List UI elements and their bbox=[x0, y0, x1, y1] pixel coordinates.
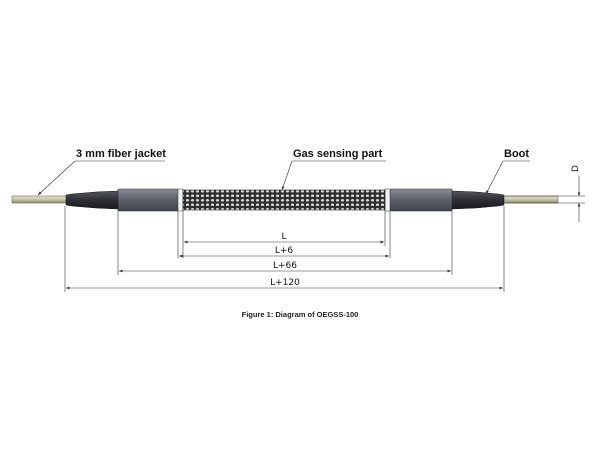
fiber-right bbox=[502, 195, 559, 204]
dim-label-L120: L+120 bbox=[270, 278, 300, 288]
mesh-section bbox=[182, 189, 386, 211]
ring-left bbox=[177, 188, 184, 212]
gas-sensing-leader bbox=[281, 160, 293, 191]
label-boot: Boot bbox=[504, 148, 529, 160]
label-gas-sensing: Gas sensing part bbox=[293, 148, 383, 160]
ring-right bbox=[384, 188, 391, 212]
fiber-left bbox=[11, 195, 68, 204]
fiber-jacket-leader bbox=[37, 160, 76, 196]
dim-label-L6: L+6 bbox=[275, 246, 294, 256]
label-diameter: D bbox=[571, 165, 581, 172]
boot-left bbox=[65, 190, 119, 210]
boot-leader bbox=[485, 160, 504, 195]
label-fiber-jacket: 3 mm fiber jacket bbox=[76, 148, 166, 160]
dim-label-L66: L+66 bbox=[273, 261, 297, 271]
dim-label-L: L bbox=[281, 232, 286, 242]
sleeve-left bbox=[117, 188, 179, 212]
boot-right bbox=[451, 190, 505, 210]
figure-caption: Figure 1: Diagram of OEGSS-100 bbox=[242, 310, 359, 319]
sleeve-right bbox=[389, 188, 453, 212]
